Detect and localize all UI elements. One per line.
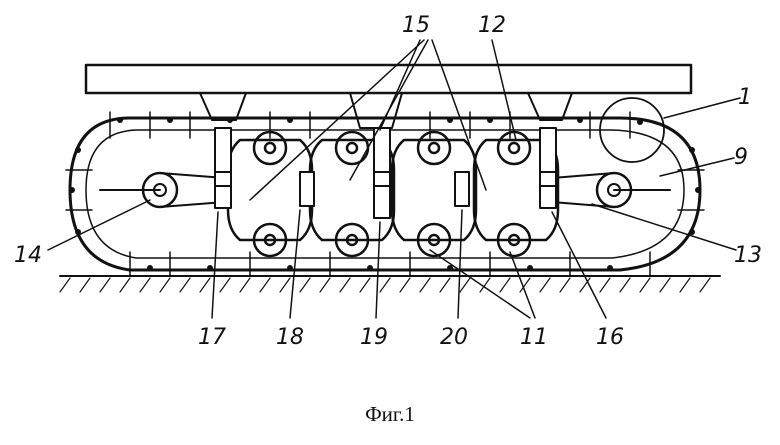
- label-11: 11: [520, 325, 548, 350]
- label-12: 12: [478, 13, 506, 38]
- support-brackets: [199, 92, 573, 129]
- label-16: 16: [596, 325, 624, 350]
- label-20: 20: [440, 325, 468, 350]
- idler-left: [99, 171, 179, 209]
- label-14: 14: [14, 243, 42, 268]
- label-9: 9: [734, 145, 748, 170]
- reference-labels: 15 12 1 9 13 14 17 18 19 20 11 16: [14, 13, 762, 350]
- hinge-posts: [214, 127, 557, 219]
- track-inner-chain: [85, 129, 685, 259]
- detail-circle: [599, 97, 665, 163]
- track-link-joints: [69, 117, 701, 271]
- label-1: 1: [738, 85, 752, 110]
- label-18: 18: [276, 325, 304, 350]
- idler-right: [595, 171, 671, 209]
- figure-caption: Фиг.1: [365, 402, 415, 426]
- platform-bar: [84, 63, 693, 95]
- label-19: 19: [360, 325, 388, 350]
- label-13: 13: [734, 243, 762, 268]
- ground-hatching: [59, 277, 711, 293]
- label-17: 17: [198, 325, 226, 350]
- track-outer-chain: [68, 116, 702, 272]
- leader-lines: [47, 39, 741, 319]
- track-link-ticks: [65, 111, 705, 277]
- label-15: 15: [402, 13, 430, 38]
